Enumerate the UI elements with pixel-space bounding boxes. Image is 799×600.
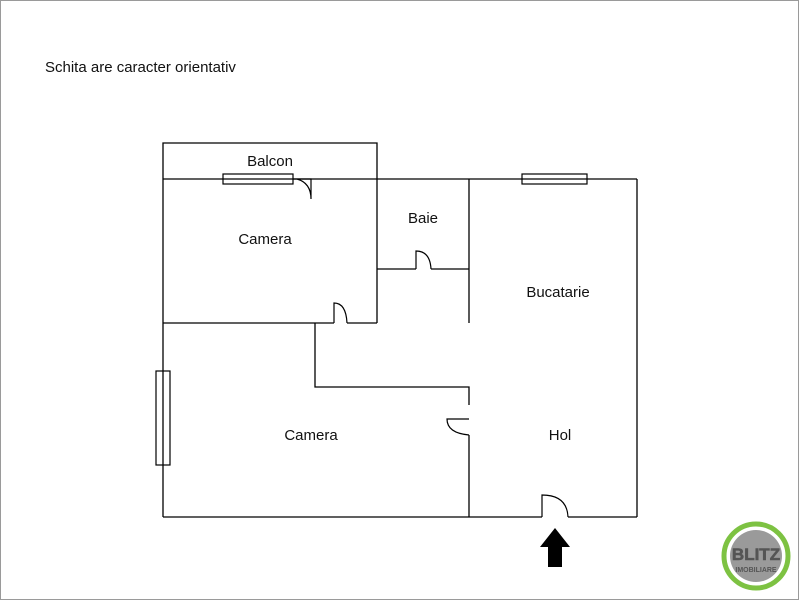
hol-entrance-door — [541, 494, 569, 518]
doors — [293, 178, 569, 518]
baie-door — [415, 250, 432, 270]
walls — [162, 142, 638, 518]
room-label-camera-top: Camera — [238, 231, 292, 248]
room-label-baie: Baie — [408, 210, 438, 227]
room-label-hol: Hol — [549, 427, 572, 444]
logo-disc — [730, 530, 782, 582]
entrance-arrow-icon — [540, 528, 570, 567]
camera-top-door — [333, 302, 348, 324]
room-label-camera-bottom: Camera — [284, 427, 338, 444]
camera-bottom-door — [446, 418, 470, 436]
disclaimer-note: Schita are caracter orientativ — [45, 59, 236, 76]
room-label-balcon: Balcon — [247, 153, 293, 170]
balcon-door — [293, 178, 312, 200]
logo-sub: IMOBILIARE — [735, 567, 777, 574]
room-label-bucatarie: Bucatarie — [526, 284, 589, 301]
blitz-logo: BLITZ IMOBILIARE — [721, 521, 791, 591]
logo-name: BLITZ — [732, 545, 780, 564]
